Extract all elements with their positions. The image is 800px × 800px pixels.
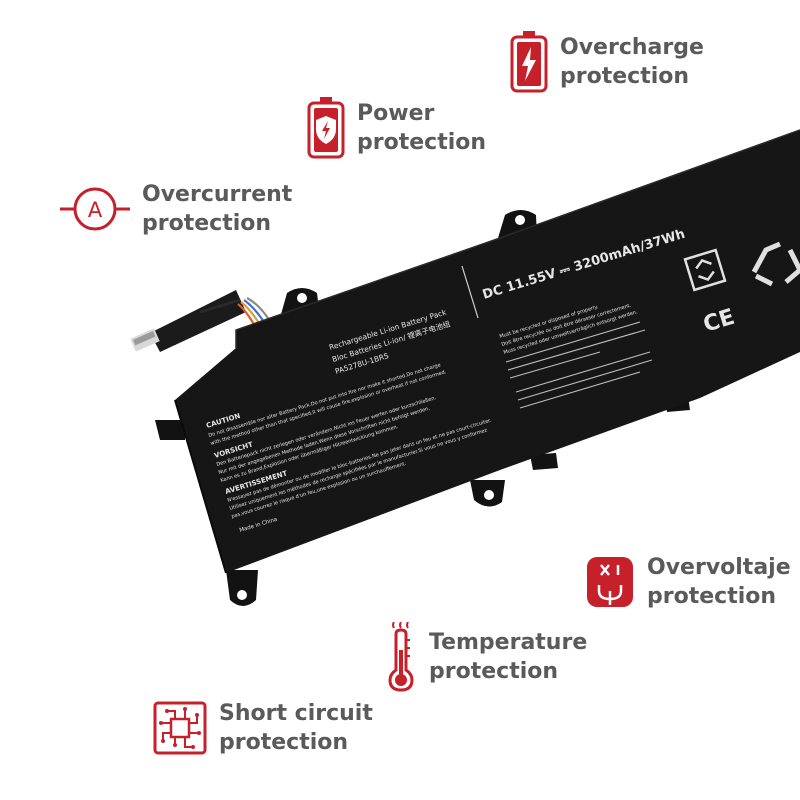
battery-fine-print-lines bbox=[505, 321, 653, 409]
feature-power-line2: protection bbox=[357, 130, 487, 155]
feature-overcurrent-line1: Overcurrent bbox=[142, 182, 293, 207]
feature-temperature: Temperature protection bbox=[385, 622, 587, 692]
battery-connector-cable bbox=[130, 290, 275, 352]
battery-shield-icon bbox=[307, 97, 345, 159]
feature-short-circuit: Short circuit protection bbox=[153, 699, 373, 757]
feature-short-circuit-line2: protection bbox=[219, 730, 349, 755]
feature-overcurrent: A Overcurrent protection bbox=[58, 180, 292, 238]
recycling-arrows-icon bbox=[751, 241, 800, 287]
feature-overcurrent-line2: protection bbox=[142, 211, 272, 236]
feature-overcharge-line1: Overcharge bbox=[560, 35, 704, 60]
feature-temperature-line1: Temperature bbox=[429, 630, 588, 655]
feature-overcharge-line2: protection bbox=[560, 64, 690, 89]
feature-overcharge-label: Overcharge protection bbox=[560, 33, 704, 91]
feature-short-circuit-label: Short circuit protection bbox=[219, 699, 373, 757]
feature-overvoltage-line2: protection bbox=[647, 584, 777, 609]
feature-temperature-label: Temperature protection bbox=[429, 628, 587, 686]
feature-power-line1: Power bbox=[357, 101, 435, 126]
feature-overvoltage-line1: Overvoltaje bbox=[647, 555, 791, 580]
svg-text:A: A bbox=[88, 198, 103, 222]
feature-power: Power protection bbox=[307, 96, 486, 160]
chip-circuit-icon bbox=[153, 701, 207, 755]
feature-overcharge: Overcharge protection bbox=[510, 30, 704, 94]
feature-temperature-line2: protection bbox=[429, 659, 559, 684]
feature-power-label: Power protection bbox=[357, 99, 486, 157]
recycle-mark-icon bbox=[683, 248, 727, 292]
feature-short-circuit-line1: Short circuit bbox=[219, 701, 373, 726]
battery-bolt-icon bbox=[510, 31, 548, 93]
feature-overvoltage-label: Overvoltaje protection bbox=[647, 553, 791, 611]
thermometer-icon bbox=[388, 622, 414, 692]
feature-overcurrent-label: Overcurrent protection bbox=[142, 180, 292, 238]
feature-overvoltage: Overvoltaje protection bbox=[585, 553, 791, 611]
ammeter-icon: A bbox=[60, 187, 130, 231]
voltage-icon bbox=[587, 557, 633, 607]
battery-body bbox=[175, 130, 800, 573]
